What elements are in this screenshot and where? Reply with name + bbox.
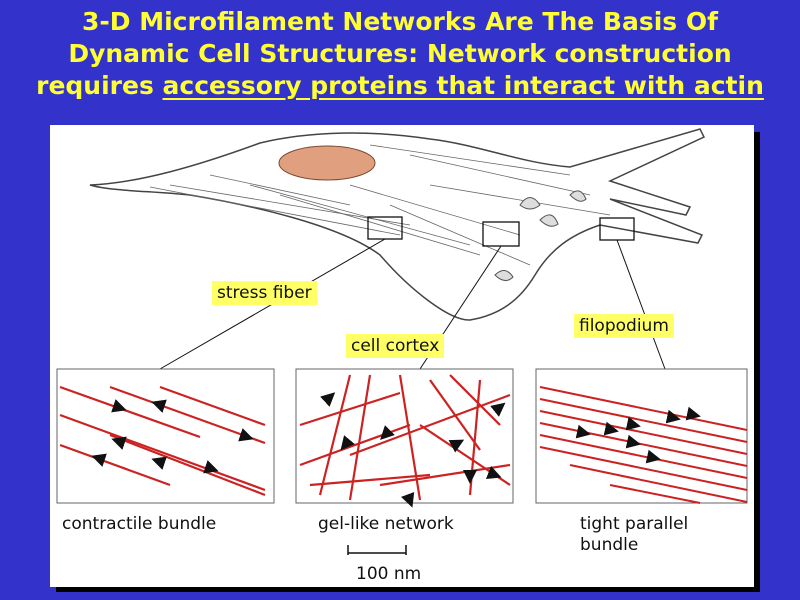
- cell-cortex-label: cell cortex: [346, 334, 445, 358]
- figure-panel: stress fiber cell cortex filopodium cont…: [50, 125, 754, 587]
- stress-fiber-label: stress fiber: [212, 281, 317, 305]
- contractile-bundle-caption: contractile bundle: [62, 514, 217, 534]
- title-line-3-underlined: accessory proteins that interact with ac…: [162, 71, 764, 100]
- title-line-2: Dynamic Cell Structures: Network constru…: [68, 39, 732, 68]
- title-line-3: requires accessory proteins that interac…: [0, 70, 800, 102]
- cell-outline: [89, 128, 706, 321]
- stress-fiber-region-box: [367, 216, 403, 240]
- contractile-bundle-panel: [56, 368, 275, 504]
- gel-like-network-caption: gel-like network: [318, 514, 454, 534]
- filopodium-region-box: [599, 217, 635, 241]
- contractile-filaments: [59, 385, 266, 497]
- tight-filaments: [539, 386, 748, 504]
- title-line-3-prefix: requires: [36, 71, 163, 100]
- tight-parallel-bundle-panel: [535, 368, 748, 504]
- cell-ruffles: [494, 190, 587, 281]
- cell-fibers: [149, 144, 611, 266]
- filopodium-label: filopodium: [574, 314, 674, 338]
- tight-parallel-caption-line-1: tight parallel: [580, 514, 689, 534]
- gel-filaments: [299, 374, 511, 501]
- tight-parallel-caption-line-2: bundle: [580, 535, 639, 555]
- slide-title: 3-D Microfilament Networks Are The Basis…: [0, 6, 800, 102]
- cell-diagram: [56, 128, 748, 555]
- scale-bar-label: 100 nm: [356, 564, 422, 584]
- nucleus: [278, 145, 376, 181]
- title-line-1: 3-D Microfilament Networks Are The Basis…: [82, 7, 718, 36]
- scale-bar: [347, 545, 407, 555]
- filopodium-leader: [616, 239, 666, 370]
